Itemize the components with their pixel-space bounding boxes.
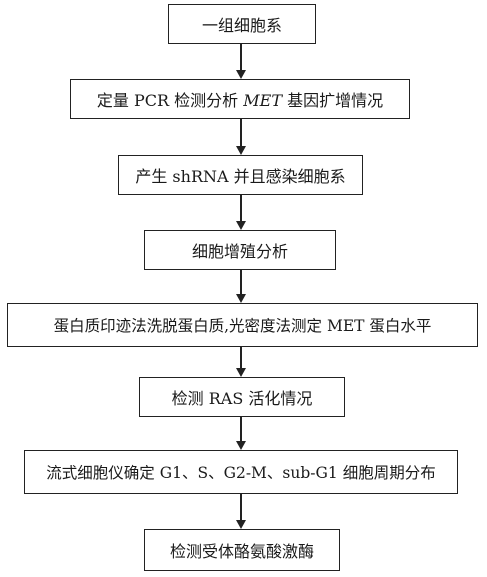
- step-2-box: 定量 PCR 检测分析 MET 基因扩增情况: [70, 79, 410, 119]
- step-5-label: 蛋白质印迹法洗脱蛋白质,光密度法测定 MET 蛋白水平: [53, 317, 432, 335]
- step-2-gene: MET: [243, 91, 282, 110]
- step-2-label: 定量 PCR 检测分析 MET 基因扩增情况: [96, 91, 384, 110]
- step-3-label: 产生 shRNA 并且感染细胞系: [135, 167, 346, 186]
- step-4-box: 细胞增殖分析: [144, 230, 336, 270]
- step-5-box: 蛋白质印迹法洗脱蛋白质,光密度法测定 MET 蛋白水平: [7, 303, 478, 347]
- step-7-box: 流式细胞仪确定 G1、S、G2-M、sub-G1 细胞周期分布: [24, 450, 458, 494]
- step-6-label: 检测 RAS 活化情况: [171, 389, 313, 408]
- step-3-box: 产生 shRNA 并且感染细胞系: [118, 155, 363, 195]
- step-4-label: 细胞增殖分析: [191, 242, 288, 261]
- step-1-box: 一组细胞系: [168, 4, 316, 44]
- step-6-box: 检测 RAS 活化情况: [139, 377, 345, 417]
- step-7-label: 流式细胞仪确定 G1、S、G2-M、sub-G1 细胞周期分布: [46, 464, 436, 482]
- step-1-label: 一组细胞系: [201, 16, 282, 35]
- step-8-label: 检测受体酪氨酸激酶: [169, 542, 314, 561]
- step-8-box: 检测受体酪氨酸激酶: [144, 529, 340, 571]
